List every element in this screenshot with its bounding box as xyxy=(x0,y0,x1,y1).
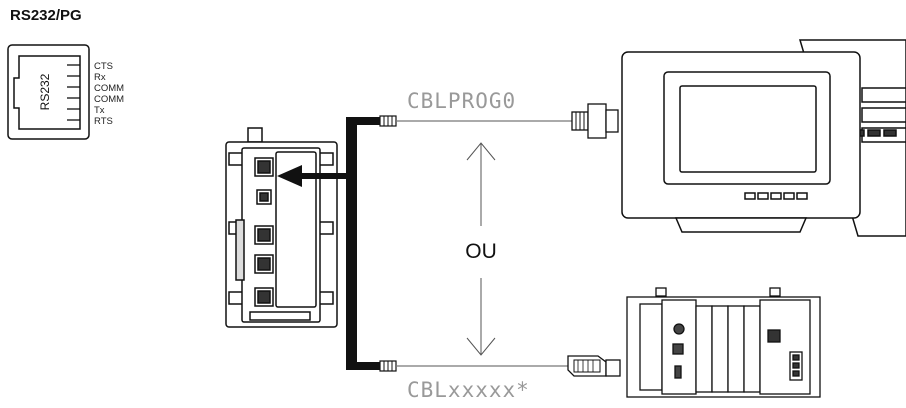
pin-label: COMM xyxy=(94,83,124,94)
diagram-title: RS232/PG xyxy=(10,7,82,24)
cable-bottom xyxy=(396,355,621,377)
pin-label: COMM xyxy=(94,94,124,105)
pin-labels: CTS Rx COMM COMM Tx RTS xyxy=(94,61,124,127)
cable-harness xyxy=(277,115,397,372)
pin-label: Rx xyxy=(94,72,106,83)
pin-label: RTS xyxy=(94,116,113,127)
plc-rack-icon xyxy=(626,287,821,398)
pin-label: Tx xyxy=(94,105,105,116)
cable-top xyxy=(396,103,619,139)
cable-label-top: CBLPROG0 xyxy=(407,89,516,113)
or-arrows xyxy=(466,142,496,356)
pin-contacts xyxy=(67,64,80,121)
pin-label: CTS xyxy=(94,61,113,72)
connector-label: RS232 xyxy=(38,73,52,110)
computer-icon xyxy=(621,39,906,237)
or-label: OU xyxy=(465,240,497,263)
cable-label-bottom: CBLxxxxx* xyxy=(407,378,530,402)
rs232-connector: RS232 xyxy=(7,44,90,140)
controller-unit xyxy=(225,127,338,328)
